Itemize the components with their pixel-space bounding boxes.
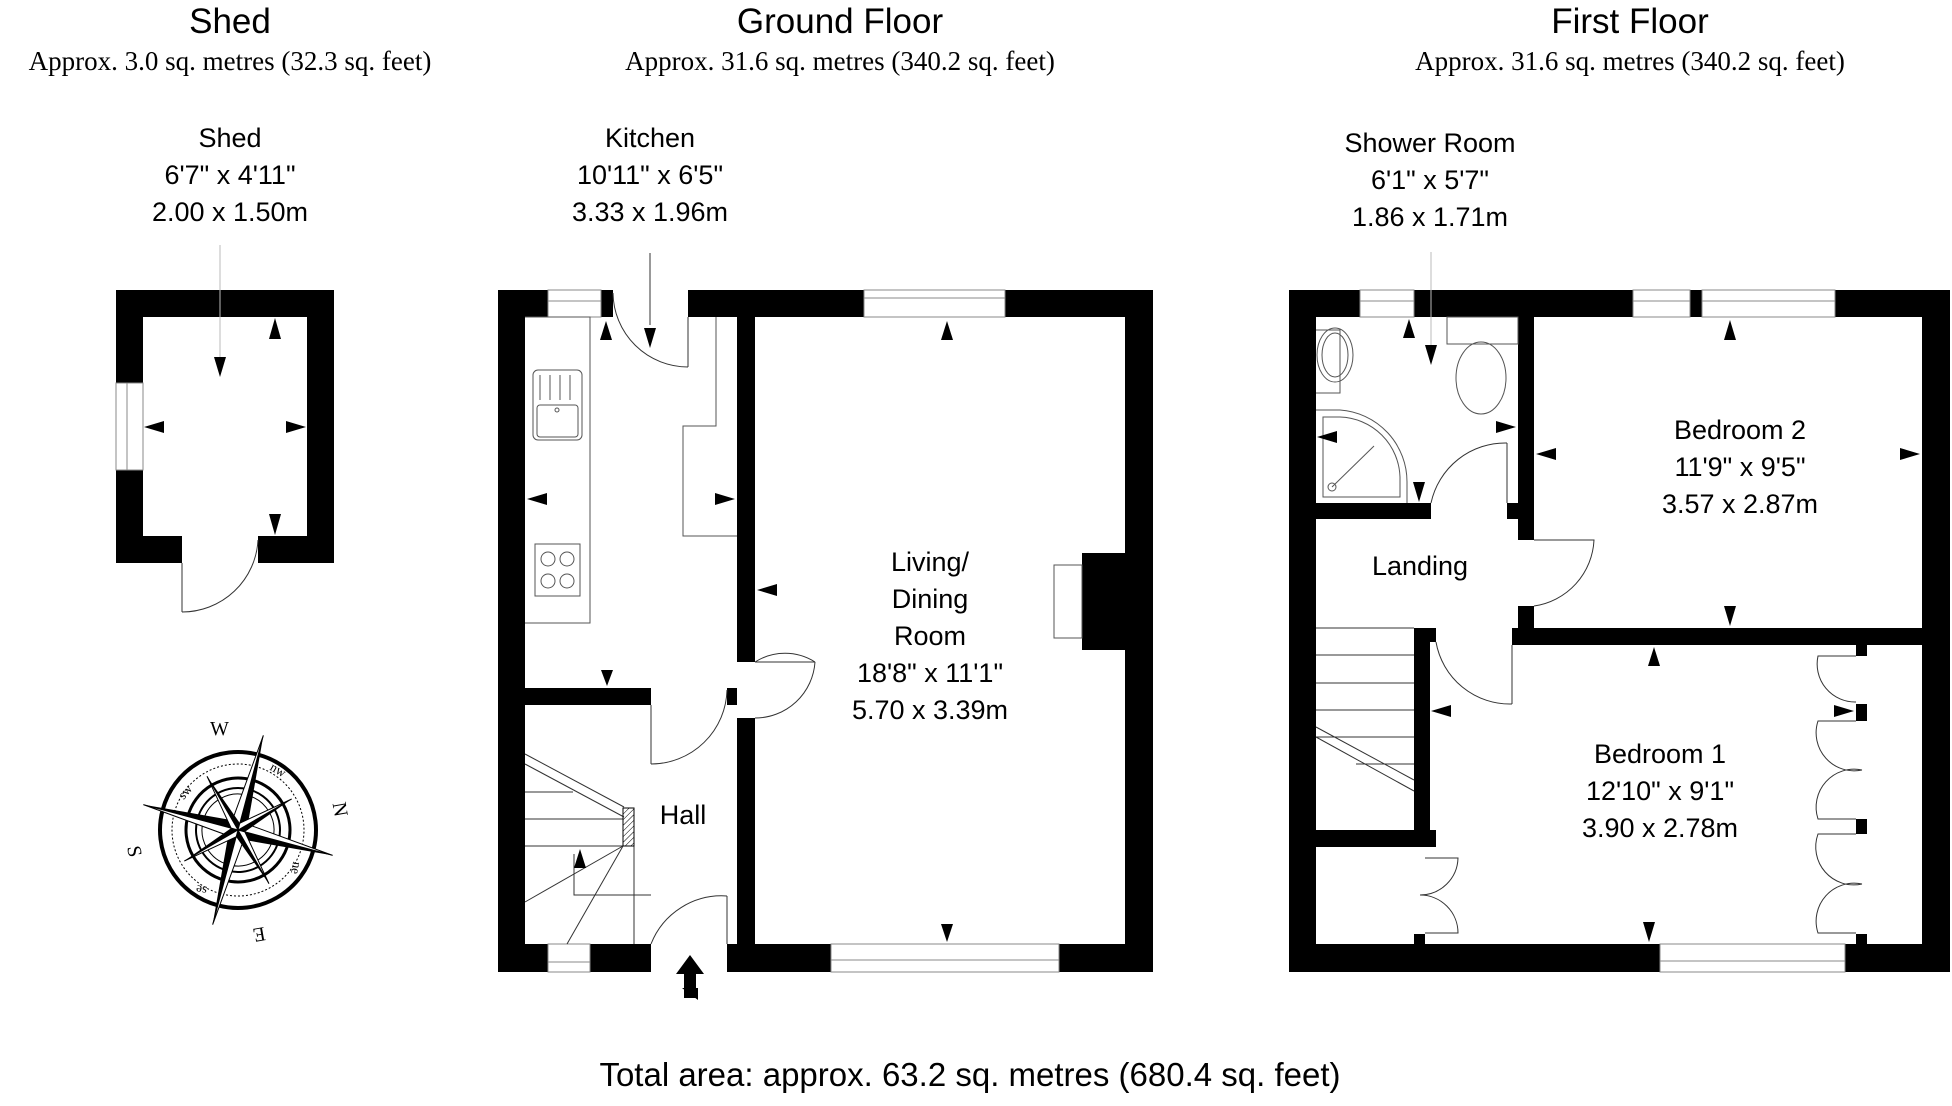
shed-heading: Shed Approx. 3.0 sq. metres (32.3 sq. fe…: [0, 0, 460, 79]
room-name: Bedroom 1: [1593, 739, 1727, 769]
ground-floor-heading: Ground Floor Approx. 31.6 sq. metres (34…: [580, 0, 1100, 79]
shed-walls: [116, 290, 334, 563]
room-metric: 1.86 x 1.71m: [1351, 202, 1509, 232]
room-imperial: 6'7" x 4'11": [164, 160, 296, 190]
ground-floor-plan: [498, 253, 1153, 1000]
shower-room-fixtures: [1316, 316, 1519, 503]
ground-floor-walls: [498, 290, 1153, 972]
shed-title: Shed: [189, 2, 271, 41]
first-floor-title: First Floor: [1551, 2, 1709, 41]
first-floor-walls: [1289, 290, 1950, 972]
room-label-landing: Landing: [1350, 548, 1490, 585]
room-imperial: 11'9" x 9'5": [1674, 452, 1806, 482]
ground-floor-area: Approx. 31.6 sq. metres (340.2 sq. feet): [625, 46, 1055, 77]
staircase: [524, 753, 651, 945]
shed-plan: [115, 245, 334, 613]
ground-floor-windows: [547, 289, 1060, 973]
basin-icon: [1321, 332, 1349, 378]
room-name: Living/: [890, 547, 970, 577]
shed-window: [115, 382, 144, 471]
room-imperial: 12'10" x 9'1": [1585, 776, 1735, 806]
room-label-shed: Shed 6'7" x 4'11" 2.00 x 1.50m: [130, 120, 330, 231]
room-imperial: 6'1" x 5'7": [1370, 165, 1490, 195]
shed-area: Approx. 3.0 sq. metres (32.3 sq. feet): [28, 46, 432, 77]
room-label-bedroom1: Bedroom 1 12'10" x 9'1" 3.90 x 2.78m: [1540, 736, 1780, 847]
room-name: Room: [893, 621, 967, 651]
first-floor-windows: [1359, 289, 1846, 973]
shed-door: [181, 539, 259, 613]
room-label-kitchen: Kitchen 10'11" x 6'5" 3.33 x 1.96m: [550, 120, 750, 231]
shed-measure-arrows: [144, 318, 306, 535]
toilet-icon: [1446, 316, 1519, 345]
room-metric: 3.57 x 2.87m: [1661, 489, 1819, 519]
room-name: Dining: [891, 584, 969, 614]
room-name: Shed: [198, 123, 262, 153]
ground-floor-measure-arrows: [527, 321, 1123, 1000]
hob-icon: [534, 543, 581, 597]
room-label-hall: Hall: [643, 797, 723, 834]
room-metric: 2.00 x 1.50m: [151, 197, 309, 227]
room-name: Kitchen: [604, 123, 696, 153]
total-area: Total area: approx. 63.2 sq. metres (680…: [599, 1056, 1341, 1093]
first-floor-staircase: [1315, 627, 1415, 792]
room-name: Landing: [1371, 551, 1469, 581]
first-floor-plan: [1289, 252, 1950, 973]
compass-w: W: [210, 718, 229, 740]
room-name: Bedroom 2: [1673, 415, 1807, 445]
first-floor-area: Approx. 31.6 sq. metres (340.2 sq. feet): [1415, 46, 1845, 77]
first-floor-heading: First Floor Approx. 31.6 sq. metres (340…: [1370, 0, 1890, 79]
room-label-shower: Shower Room 6'1" x 5'7" 1.86 x 1.71m: [1300, 125, 1560, 236]
room-metric: 3.33 x 1.96m: [571, 197, 729, 227]
first-floor-measure-arrows: [1317, 319, 1920, 942]
ground-floor-title: Ground Floor: [736, 2, 944, 41]
kitchen-fixtures: [525, 316, 1083, 639]
room-label-bedroom2: Bedroom 2 11'9" x 9'5" 3.57 x 2.87m: [1620, 412, 1860, 523]
room-name: Shower Room: [1344, 128, 1516, 158]
room-imperial: 18'8" x 11'1": [856, 658, 1004, 688]
compass-rose-icon: [143, 735, 333, 925]
room-imperial: 10'11" x 6'5": [576, 160, 724, 190]
entrance-arrow-icon: [676, 955, 704, 998]
shower-tray-icon: [1316, 409, 1408, 503]
ground-floor-doors: [612, 292, 816, 945]
room-metric: 3.90 x 2.78m: [1581, 813, 1739, 843]
room-label-living: Living/ Dining Room 18'8" x 11'1" 5.70 x…: [830, 544, 1030, 729]
room-name: Hall: [659, 800, 707, 830]
compass-ne: ne: [288, 860, 306, 876]
sink-icon: [532, 369, 583, 441]
first-floor-doors: [1419, 442, 1863, 934]
room-metric: 5.70 x 3.39m: [851, 695, 1009, 725]
